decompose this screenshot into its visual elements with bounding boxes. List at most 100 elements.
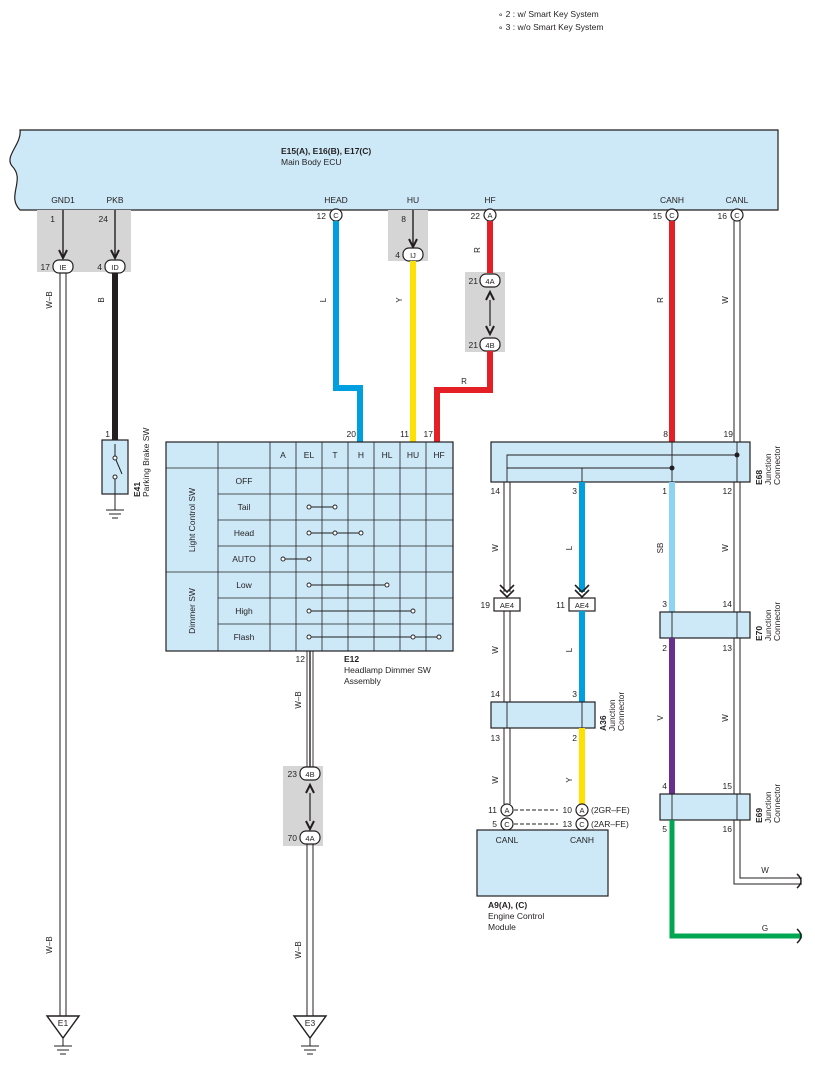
- svg-text:12: 12: [296, 654, 306, 664]
- e68-1-circuit: SB W: [656, 482, 741, 612]
- svg-text:Junction: Junction: [763, 609, 773, 641]
- svg-text:E3: E3: [305, 1018, 316, 1028]
- svg-text:Junction: Junction: [607, 699, 617, 731]
- svg-text:11: 11: [488, 805, 497, 815]
- gnd1-circuit: 1 IE 17 W–B W–B: [41, 210, 74, 1018]
- svg-text:4: 4: [97, 262, 102, 272]
- svg-text:21: 21: [469, 340, 479, 350]
- svg-text:Y: Y: [395, 297, 404, 303]
- svg-text:C: C: [734, 211, 740, 220]
- svg-text:8: 8: [663, 429, 668, 439]
- svg-text:Y: Y: [565, 777, 574, 783]
- svg-text:1: 1: [662, 486, 667, 496]
- svg-text:E68: E68: [754, 470, 764, 485]
- junction-connector-a36[interactable]: 14 3 13 2 A36 Junction Connector: [490, 689, 626, 743]
- ecu-code: E15(A), E16(B), E17(C): [281, 146, 371, 156]
- svg-text:13: 13: [563, 819, 573, 829]
- note-no-smart-key: ∘ 3 : w/o Smart Key System: [498, 22, 603, 32]
- svg-text:14: 14: [723, 599, 733, 609]
- svg-text:4B: 4B: [305, 770, 314, 779]
- svg-text:E69: E69: [754, 808, 764, 823]
- svg-text:23: 23: [288, 769, 298, 779]
- svg-text:SB: SB: [656, 543, 665, 554]
- svg-text:HF: HF: [433, 450, 444, 460]
- svg-text:HU: HU: [407, 450, 419, 460]
- svg-text:L: L: [565, 647, 574, 652]
- svg-text:H: H: [358, 450, 364, 460]
- svg-text:4A: 4A: [485, 277, 494, 286]
- svg-text:E1: E1: [58, 1018, 69, 1028]
- note-smart-key: ∘ 2 : w/ Smart Key System: [498, 9, 599, 19]
- svg-text:17: 17: [41, 262, 51, 272]
- svg-text:C: C: [333, 211, 339, 220]
- canh-canl-ecu-circuit: 15 C R 16 C W: [653, 208, 744, 442]
- svg-text:W: W: [491, 544, 500, 552]
- svg-text:20: 20: [347, 429, 357, 439]
- svg-text:Assembly: Assembly: [344, 676, 382, 686]
- svg-text:A: A: [579, 806, 584, 815]
- svg-text:AE4: AE4: [575, 601, 589, 610]
- svg-text:3: 3: [662, 599, 667, 609]
- terminal-head: HEAD: [324, 195, 348, 205]
- parking-brake-switch[interactable]: 1 E41 Parking Brake SW: [101, 428, 151, 519]
- svg-text:14: 14: [491, 486, 501, 496]
- svg-text:19: 19: [724, 429, 734, 439]
- svg-text:5: 5: [492, 819, 497, 829]
- svg-text:IE: IE: [59, 263, 66, 272]
- svg-text:14: 14: [491, 689, 501, 699]
- svg-text:4: 4: [662, 781, 667, 791]
- engine-control-module[interactable]: 11 A 10 A (2GR–FE) 5 C 13 C (2AR–FE) CAN…: [476, 803, 630, 932]
- e12-ground-circuit: 12 W–B 4B 23 4A 70 W–B: [288, 651, 321, 1016]
- svg-text:L: L: [565, 545, 574, 550]
- svg-text:CANH: CANH: [570, 835, 594, 845]
- e69-output-circuit: G W: [669, 820, 802, 944]
- svg-text:1: 1: [105, 429, 110, 439]
- svg-text:R: R: [656, 297, 665, 303]
- ground-e3: E3: [292, 1015, 328, 1055]
- terminal-canh: CANH: [660, 195, 684, 205]
- headlamp-dimmer-switch-table[interactable]: A EL T H HL HU HF OFF Tail Head AUTO Low…: [165, 429, 454, 686]
- head-circuit: 12 C L: [317, 208, 363, 442]
- svg-text:19: 19: [481, 600, 491, 610]
- svg-text:Tail: Tail: [238, 502, 251, 512]
- ecu-panel[interactable]: [9, 129, 779, 211]
- svg-text:W: W: [491, 776, 500, 784]
- svg-text:High: High: [235, 606, 253, 616]
- svg-text:OFF: OFF: [236, 476, 253, 486]
- svg-text:Connector: Connector: [772, 446, 782, 485]
- terminal-hu: HU: [407, 195, 419, 205]
- svg-text:13: 13: [491, 733, 501, 743]
- e70-to-e69-circuit: V W: [656, 638, 741, 794]
- svg-text:16: 16: [723, 824, 733, 834]
- ground-e1: E1: [45, 1015, 81, 1055]
- a36-to-a9-circuit: W Y: [491, 728, 585, 804]
- svg-text:W: W: [721, 544, 730, 552]
- svg-text:A: A: [504, 806, 509, 815]
- svg-text:R: R: [473, 247, 482, 253]
- svg-text:B: B: [97, 297, 106, 302]
- junction-connector-e69[interactable]: 4 15 5 16 E69 Junction Connector: [659, 781, 782, 834]
- svg-text:W: W: [721, 714, 730, 722]
- svg-text:W–B: W–B: [45, 936, 54, 953]
- svg-text:(2AR–FE): (2AR–FE): [591, 819, 629, 829]
- svg-text:E12: E12: [344, 654, 359, 664]
- terminal-canl: CANL: [726, 195, 749, 205]
- svg-text:C: C: [669, 211, 675, 220]
- svg-text:13: 13: [723, 643, 733, 653]
- svg-text:L: L: [319, 297, 328, 302]
- svg-text:15: 15: [653, 211, 663, 221]
- svg-text:1: 1: [50, 214, 55, 224]
- svg-text:Dimmer SW: Dimmer SW: [187, 588, 197, 634]
- hf-circuit: 22 A R 4A 21 4B 21 R: [434, 208, 501, 442]
- svg-text:W–B: W–B: [45, 291, 54, 308]
- junction-connector-e68[interactable]: 8 19 14 3 1 12 E68 Junction Connector: [490, 429, 782, 496]
- svg-text:10: 10: [563, 805, 573, 815]
- svg-text:5: 5: [662, 824, 667, 834]
- svg-text:E41: E41: [132, 482, 142, 497]
- terminal-pkb: PKB: [106, 195, 123, 205]
- pkb-circuit: 24 ID 4 B: [97, 210, 126, 440]
- svg-text:C: C: [579, 820, 585, 829]
- svg-text:11: 11: [400, 429, 409, 439]
- junction-connector-e70[interactable]: 3 14 2 13 E70 Junction Connector: [659, 599, 782, 653]
- svg-text:W: W: [721, 296, 730, 304]
